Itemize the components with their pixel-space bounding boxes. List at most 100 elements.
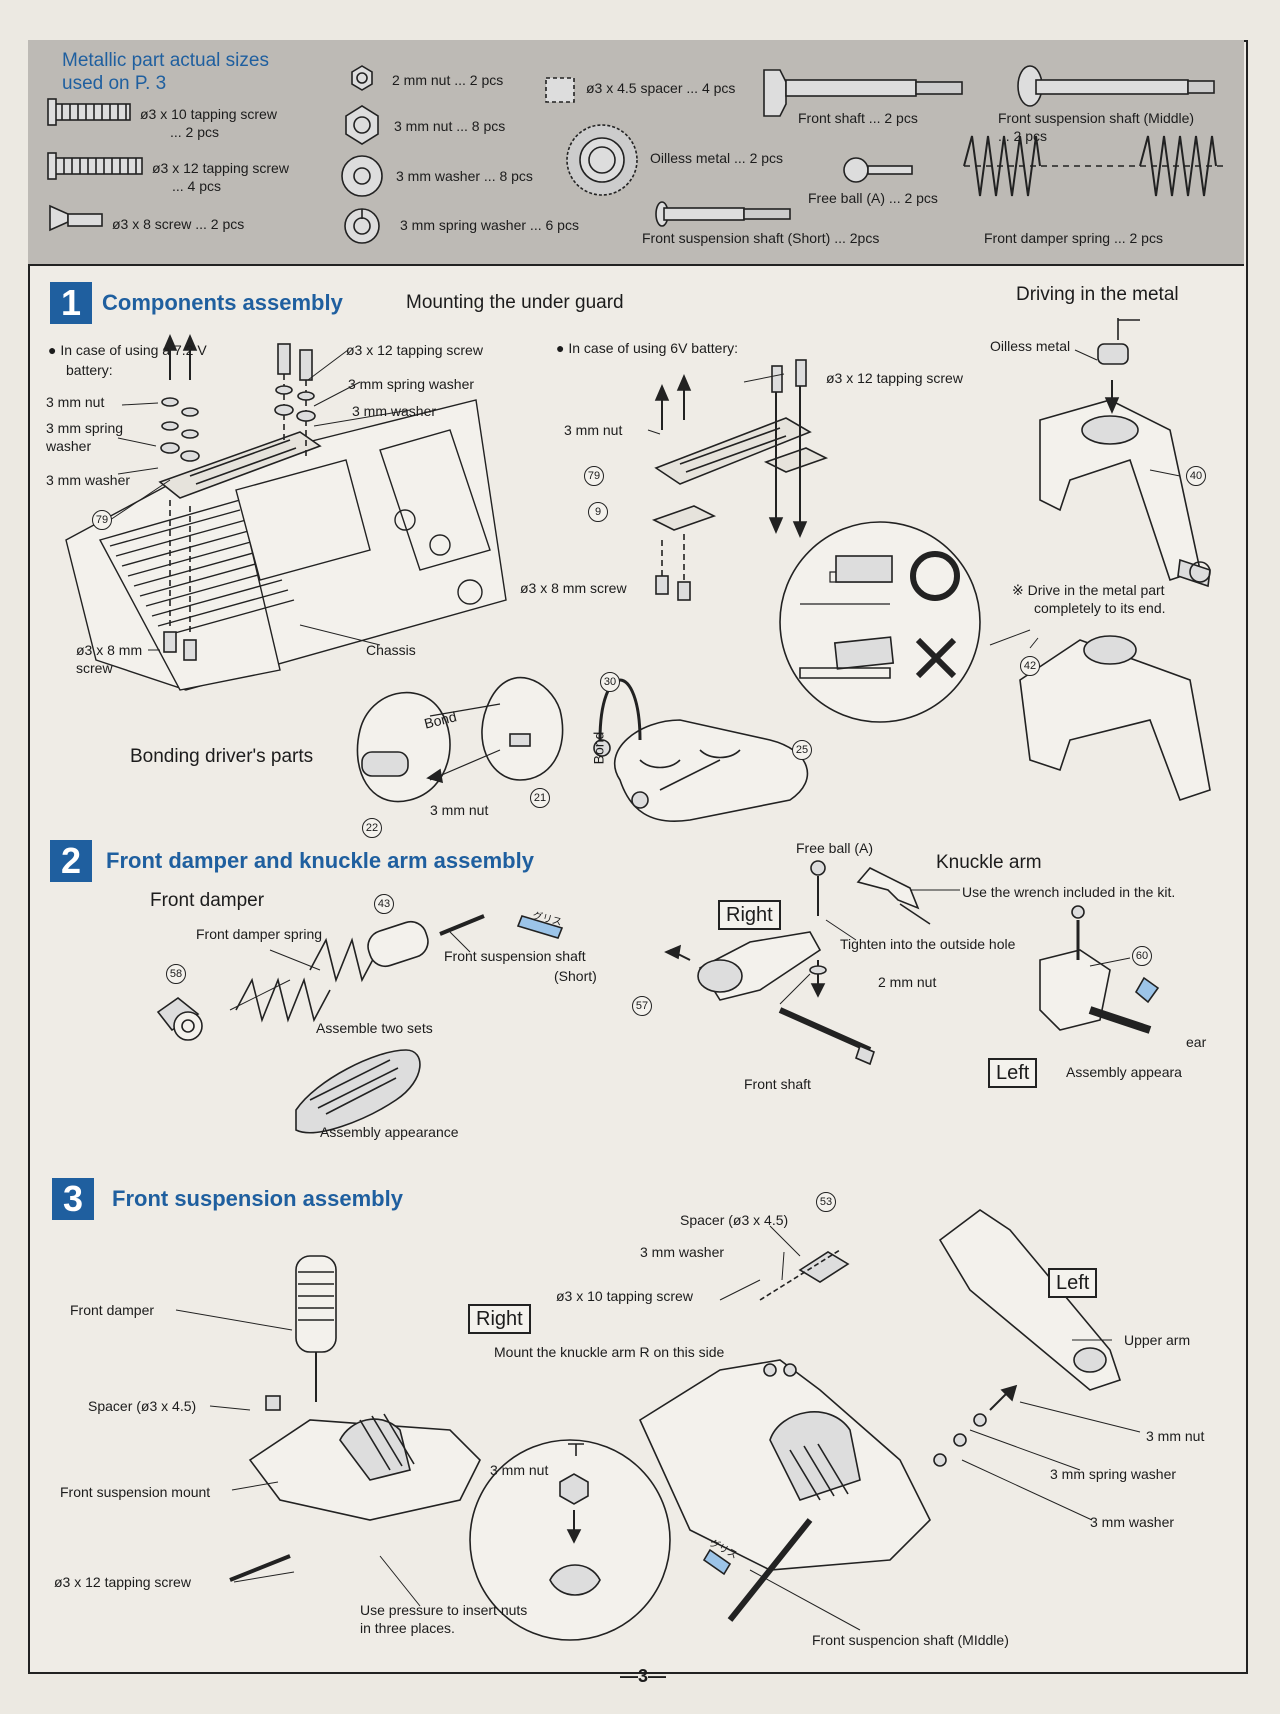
upper-arm-label: Upper arm bbox=[1124, 1332, 1191, 1348]
nut3-label: 3 mm nut ... 8 pcs bbox=[394, 118, 506, 134]
free-ball-icon bbox=[843, 157, 913, 183]
oilless-metal-label: Oilless metal bbox=[990, 338, 1071, 354]
pressure-note-line1: Use pressure to insert nuts bbox=[360, 1602, 528, 1618]
page-number: —3— bbox=[620, 1666, 667, 1686]
tap12-label: ø3 x 12 tapping screw bbox=[152, 160, 289, 176]
shaft-short-icon bbox=[655, 201, 791, 227]
right-label-section3: Right bbox=[468, 1304, 531, 1334]
case-72v-line1: ● In case of using a 7.2 V bbox=[48, 342, 207, 358]
left-spring-washer-label: 3 mm spring washer bbox=[348, 376, 475, 392]
spacer-left-label: Spacer (ø3 x 4.5) bbox=[88, 1398, 197, 1414]
section-2-title: Front damper and knuckle arm assembly bbox=[106, 848, 534, 873]
part-number-79a: 79 bbox=[92, 510, 112, 530]
shaft-short-line2: (Short) bbox=[554, 968, 597, 984]
tap10-right-label: ø3 x 10 tapping screw bbox=[556, 1288, 693, 1304]
part-number-30: 30 bbox=[600, 672, 620, 692]
section-3-title: Front suspension assembly bbox=[112, 1186, 403, 1211]
tap12-section3-label: ø3 x 12 tapping screw bbox=[54, 1574, 191, 1590]
knuckle-part-40 bbox=[1039, 318, 1211, 588]
part-number-43: 43 bbox=[374, 894, 394, 914]
parts-box-title-line1: Metallic part actual sizes bbox=[62, 50, 269, 71]
front-damper-label: Front damper bbox=[70, 1302, 155, 1318]
nut2-label: 2 mm nut ... 2 pcs bbox=[392, 72, 504, 88]
nut-insert-circle bbox=[469, 1439, 671, 1641]
spring-washer-icon bbox=[344, 208, 380, 244]
part-number-60: 60 bbox=[1132, 946, 1152, 966]
free-ball-a-label: Free ball (A) bbox=[796, 840, 874, 856]
hardware-stack-left bbox=[160, 333, 316, 661]
oilless-metal-icon bbox=[566, 124, 638, 196]
part-number-57: 57 bbox=[632, 996, 652, 1016]
driving-metal-heading: Driving in the metal bbox=[1016, 284, 1179, 305]
part-number-53: 53 bbox=[816, 1192, 836, 1212]
spring-washer-right-label: 3 mm spring washer bbox=[1050, 1466, 1177, 1482]
nut3-insert-label: 3 mm nut bbox=[490, 1462, 549, 1478]
left-spring-washer-line1: 3 mm spring bbox=[46, 420, 124, 436]
spacer-right-label: Spacer (ø3 x 4.5) bbox=[680, 1212, 789, 1228]
case-6v-label: ● In case of using 6V battery: bbox=[556, 340, 738, 356]
part-number-40: 40 bbox=[1186, 466, 1206, 486]
nut-3mm-icon bbox=[345, 105, 379, 145]
drive-note-line1: ※ Drive in the metal part bbox=[1012, 582, 1165, 598]
front-shaft-label: Front shaft bbox=[744, 1076, 811, 1092]
tap10-label: ø3 x 10 tapping screw bbox=[140, 106, 277, 122]
left-nut3-label: 3 mm nut bbox=[46, 394, 105, 410]
part-number-9: 9 bbox=[588, 502, 608, 522]
shaft-middle-section3-label: Front suspencion shaft (MIddle) bbox=[812, 1632, 1009, 1648]
part-number-58: 58 bbox=[166, 964, 186, 984]
knuckle-r-note: Mount the knuckle arm R on this side bbox=[494, 1344, 725, 1360]
washer3-label: 3 mm washer ... 8 pcs bbox=[396, 168, 533, 184]
nut-2mm-icon bbox=[351, 65, 373, 91]
damper-assembly-appearance-label: Assembly appearance bbox=[320, 1124, 459, 1140]
section-1-title: Components assembly bbox=[102, 290, 343, 315]
page-frame bbox=[28, 40, 1248, 1674]
knuckle-arm-right bbox=[664, 860, 931, 1066]
oilless-label: Oilless metal ... 2 pcs bbox=[650, 150, 784, 166]
right-tap12-label: ø3 x 12 tapping screw bbox=[826, 370, 963, 386]
right-label-section2: Right bbox=[718, 900, 781, 930]
front-shaft-icon bbox=[763, 69, 963, 117]
knuckle-part-42 bbox=[989, 629, 1211, 802]
parts-box-title-line2: used on P. 3 bbox=[62, 72, 167, 94]
ear-fragment: ear bbox=[1186, 1034, 1207, 1050]
washer3-right-bottom-label: 3 mm washer bbox=[1090, 1514, 1175, 1530]
under-guard-plate-right bbox=[651, 359, 829, 601]
knuckle-assembly-appearance-label: Assembly appeara bbox=[1066, 1064, 1182, 1080]
front-damper-parts bbox=[156, 914, 564, 1134]
tighten-hole-note: Tighten into the outside hole bbox=[840, 936, 1016, 952]
section-3-number: 3 bbox=[52, 1178, 94, 1220]
spacer-icon bbox=[545, 77, 575, 103]
left-tap12-label: ø3 x 12 tapping screw bbox=[346, 342, 483, 358]
driver-body-25 bbox=[593, 678, 809, 822]
left-spring-washer-line2: washer bbox=[46, 438, 92, 454]
suspension-left-assembly bbox=[638, 1209, 1122, 1622]
head-part-21 bbox=[426, 676, 564, 784]
shaft-middle-icon bbox=[1017, 65, 1215, 107]
washer-3mm-icon bbox=[341, 155, 383, 197]
left-washer3-label: 3 mm washer bbox=[46, 472, 131, 488]
shaft-short-line1: Front suspension shaft bbox=[444, 948, 586, 964]
under-guard-plate-left bbox=[158, 431, 322, 499]
parts-box-title: Metallic part actual sizes used on P. 3 bbox=[62, 50, 269, 96]
free-ball-label: Free ball (A) ... 2 pcs bbox=[808, 190, 938, 206]
part-number-21: 21 bbox=[530, 788, 550, 808]
helmet-22 bbox=[356, 691, 451, 803]
right-nut3-label: 3 mm nut bbox=[564, 422, 623, 438]
tapping-screw-10-icon bbox=[47, 98, 131, 126]
front-damper-spring-label: Front damper spring bbox=[196, 926, 323, 942]
part-number-25: 25 bbox=[792, 740, 812, 760]
nut2-label: 2 mm nut bbox=[878, 974, 937, 990]
left-label-section2: Left bbox=[988, 1058, 1038, 1088]
shaft-middle-label: Front suspension shaft (Middle) bbox=[998, 110, 1195, 126]
driver-nut3-label: 3 mm nut bbox=[430, 802, 489, 818]
screw-8-icon bbox=[49, 204, 103, 232]
knuckle-arm-heading: Knuckle arm bbox=[936, 852, 1042, 873]
left-label-section3: Left bbox=[1048, 1268, 1098, 1298]
nut3-right-label: 3 mm nut bbox=[1146, 1428, 1205, 1444]
part-number-42: 42 bbox=[1020, 656, 1040, 676]
damper-spring-label: Front damper spring ... 2 pcs bbox=[984, 230, 1163, 246]
tapping-screw-12-icon bbox=[47, 152, 143, 180]
shaft-short-label: Front suspension shaft (Short) ... 2pcs bbox=[642, 230, 880, 246]
